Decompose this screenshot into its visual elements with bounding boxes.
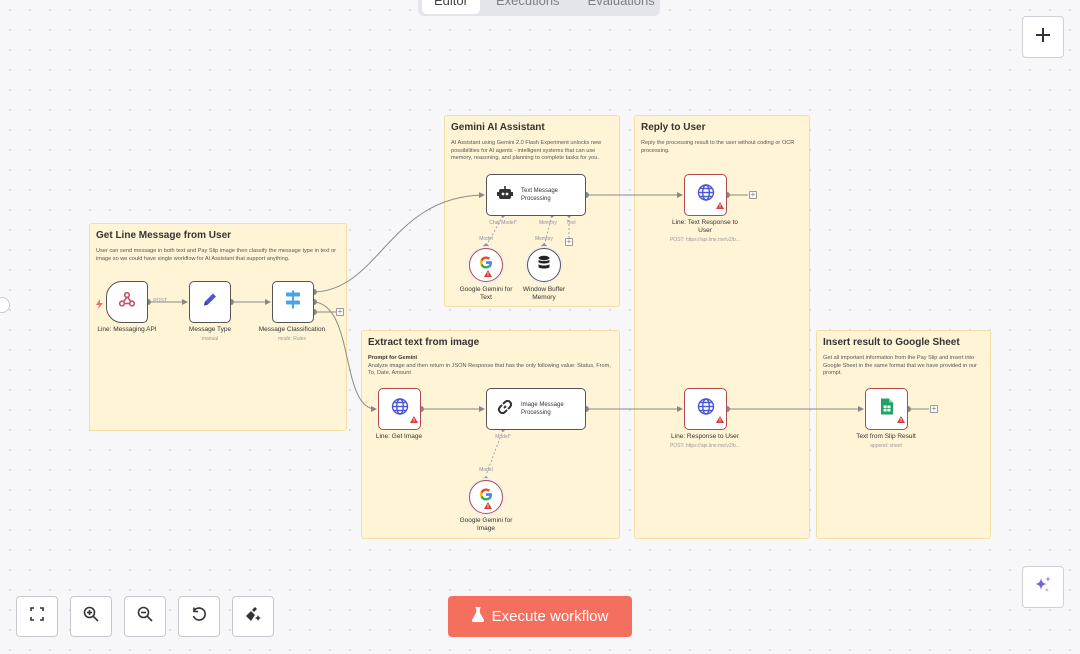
sticky-body: Reply the processing result to the user … [641,140,795,154]
add-node-plus-icon[interactable]: + [749,190,757,199]
google-sheets-icon [880,398,893,420]
database-icon [538,255,550,275]
pencil-icon [201,291,219,314]
sticky-body: Analyze image and then return in JSON Re… [368,362,611,377]
node-label: Text Message Processing [521,188,559,202]
globe-icon [391,398,409,421]
sticky-title: Insert result to Google Sheet [823,337,960,348]
node-subtitle: mode: Rules [277,336,307,342]
add-node-plus-icon[interactable]: + [565,237,573,246]
warning-icon [716,410,724,428]
node-line-messaging-api[interactable] [96,281,148,323]
plus-icon [1036,27,1050,47]
reset-zoom-button[interactable] [178,596,220,637]
node-line-text-response[interactable] [684,174,727,216]
sticky-title: Extract text from image [368,337,480,348]
chain-link-icon [497,399,513,420]
switch-icon [283,290,303,314]
sticky-bold: Prompt for Gemini [368,355,418,361]
node-label: Text from Slip Result [856,433,916,440]
add-node-button[interactable] [1022,16,1064,58]
tab-executions[interactable]: Executions [495,0,560,8]
undo-icon [191,606,207,627]
node-text-message-processing[interactable]: Text Message Processing [486,174,586,216]
sticky-body: AI Assistant using Gemini 2.0 Flash Expe… [451,140,602,162]
node-text-from-slip-result[interactable] [865,388,908,430]
trigger-bolt-icon [96,296,103,314]
add-node-plus-icon[interactable]: + [336,307,344,316]
zoom-in-icon [83,606,99,627]
node-label: Image Message Processing [521,402,564,416]
tidy-up-button[interactable] [232,596,274,637]
port-label-model-required: Model* [495,434,511,440]
sticky-insert-google-sheet[interactable]: Insert result to Google Sheet Get all im… [816,330,991,539]
warning-icon [484,496,492,514]
node-google-gemini-image[interactable] [469,480,503,514]
sticky-get-line-message[interactable]: Get Line Message from User User can send… [89,223,347,431]
fit-view-button[interactable] [16,596,58,637]
node-label: Line: Get Image [375,433,423,440]
node-label: Line: Text Response to User [671,219,738,234]
sticky-extract-text[interactable]: Extract text from image Prompt for Gemin… [361,330,620,539]
sparkle-icon [1033,575,1053,600]
port-label-tool: Tool [566,220,576,226]
zoom-out-button[interactable] [124,596,166,637]
node-subtitle: POST: https://api.line.me/v2/b... [669,237,741,243]
port-label-memory: Memory [538,220,558,226]
google-icon [479,488,493,507]
warning-icon [897,410,905,428]
sticky-body: Get all important information from the P… [823,355,977,377]
sticky-title: Get Line Message from User [96,230,232,241]
flask-icon [471,607,484,626]
port-label-model-image: Model [479,467,493,473]
tab-evaluations[interactable]: Evaluations [587,0,655,8]
broom-icon [245,606,261,627]
fit-view-icon [30,607,44,626]
node-subtitle: manual [201,336,219,342]
warning-icon [716,196,724,214]
node-window-buffer-memory[interactable] [527,248,561,282]
node-message-type[interactable] [189,281,231,323]
node-label: Line: Response to User [671,433,739,440]
node-image-message-processing[interactable]: Image Message Processing [486,388,586,430]
execute-workflow-button[interactable]: Execute workflow [448,596,632,637]
node-label: Message Type [188,326,232,333]
node-message-classification[interactable] [272,281,314,323]
google-icon [479,256,493,275]
port-label-chat-model: Chat Model* [489,220,517,226]
node-label: Google Gemini for Text [459,286,513,301]
zoom-out-icon [137,606,153,627]
node-subtitle: append: sheet [870,443,902,449]
node-label: Google Gemini for Image [459,517,513,532]
node-line-get-image[interactable] [378,388,421,430]
node-label: Window Buffer Memory [522,286,566,301]
port-label-memory-target: Memory [534,236,554,242]
node-label: Line: Messaging API [97,326,157,333]
robot-icon [497,185,513,205]
tab-editor[interactable]: Editor [422,0,480,14]
node-subtitle: POST: https://api.line.me/v2/b... [669,443,741,449]
sticky-title: Gemini AI Assistant [451,122,545,133]
port-label-post: POST [153,298,167,304]
globe-icon [697,398,715,421]
warning-icon [410,410,418,428]
webhook-icon [118,291,136,314]
node-line-response[interactable] [684,388,727,430]
zoom-in-button[interactable] [70,596,112,637]
sticky-title: Reply to User [641,122,706,133]
execute-workflow-label: Execute workflow [491,608,609,625]
view-tabs: Editor Executions Evaluations [418,0,660,16]
node-google-gemini-text[interactable] [469,248,503,282]
globe-icon [697,184,715,207]
node-label: Message Classification [258,326,326,333]
warning-icon [484,264,492,282]
sticky-body: User can send message in both text and P… [96,248,337,262]
ai-assistant-button[interactable] [1022,566,1064,608]
add-node-plus-icon[interactable]: + [930,404,938,413]
port-label-model: Model [479,236,493,242]
